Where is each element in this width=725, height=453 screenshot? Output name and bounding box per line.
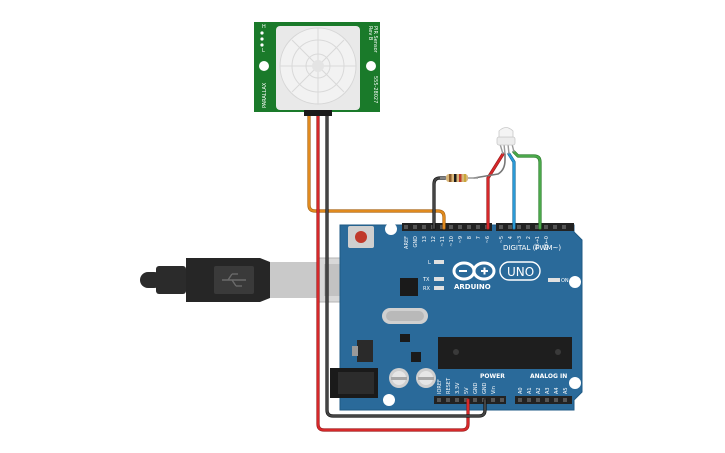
pin-label: GND	[482, 382, 488, 394]
pir-pin-l: L	[262, 48, 265, 54]
power-led	[548, 278, 560, 282]
pin-label: ~9	[458, 236, 464, 243]
capacitor	[389, 368, 409, 388]
digital-label: DIGITAL (PWM~)	[503, 244, 561, 252]
pin-label: 3.3V	[455, 382, 461, 394]
pin-label: A5	[563, 387, 569, 394]
analog-label: ANALOG IN	[530, 373, 567, 380]
pin-label: A4	[554, 387, 560, 394]
pir-rev: Rev B	[367, 26, 373, 41]
atmega328-chip	[438, 337, 572, 369]
voltage-regulator	[357, 340, 373, 362]
wire-green-led[interactable]	[512, 150, 542, 230]
pin-label: TX→1	[535, 236, 541, 251]
mounting-hole	[383, 394, 395, 406]
resistor-icon[interactable]	[440, 174, 478, 182]
status-leds: L TX RX	[422, 260, 444, 292]
pin-label: 13	[422, 236, 428, 242]
pin-label: IOREF	[437, 379, 443, 394]
chip-16u2	[400, 278, 418, 296]
pir-sensor[interactable]: H L PARALLAX PIR Sensor Rev B 555-28027	[254, 22, 380, 116]
model-label: UNO	[507, 265, 534, 279]
on-label: ON	[561, 278, 569, 284]
pin-label: GND	[473, 382, 479, 394]
mounting-hole	[569, 276, 581, 288]
pin-label: 4	[508, 236, 514, 239]
reset-button-icon[interactable]	[348, 226, 374, 248]
rgb-led-icon[interactable]	[496, 127, 516, 155]
arduino-uno-board[interactable]: L TX RX ARDUINO UNO ON	[330, 223, 583, 411]
pin-label: Vin	[491, 386, 497, 394]
pin-label: ~6	[485, 236, 491, 243]
pin-label: ~5	[499, 236, 505, 243]
pir-part-number: 555-28027	[372, 76, 378, 103]
arduino-infinity-logo-icon	[452, 261, 496, 281]
analog-header[interactable]	[515, 396, 572, 404]
pir-title: PIR Sensor	[372, 26, 378, 54]
pir-mounting-hole	[366, 61, 376, 71]
small-chip	[400, 334, 410, 342]
pin-label: AREF	[404, 236, 410, 249]
pin-label: GND	[413, 236, 419, 248]
pin-label: A3	[545, 387, 551, 394]
pin-label: 8	[467, 236, 473, 239]
pin-label: 2	[526, 236, 532, 239]
led-rx-label: RX	[423, 286, 430, 292]
dc-barrel-jack[interactable]	[330, 368, 378, 398]
pin-label: A2	[536, 387, 542, 394]
pin-label: ~11	[440, 236, 446, 247]
power-label: POWER	[480, 373, 505, 380]
mounting-hole	[569, 377, 581, 389]
pir-header	[304, 110, 332, 116]
pin-label: RESET	[446, 377, 452, 394]
brand-label: ARDUINO	[454, 283, 491, 291]
pin-label: ~3	[517, 236, 523, 243]
capacitor	[416, 368, 436, 388]
mounting-hole	[385, 223, 397, 235]
pin-label: A1	[527, 387, 533, 394]
pir-mounting-hole	[259, 61, 269, 71]
pin-label: 5V	[464, 387, 470, 394]
led-l-label: L	[428, 260, 431, 266]
pir-brand: PARALLAX	[262, 82, 268, 108]
pin-label: RX←0	[544, 236, 550, 250]
pin-label: 12	[431, 236, 437, 242]
pir-pin-h: H	[262, 24, 266, 30]
pin-label: 7	[476, 236, 482, 239]
pin-label: A0	[518, 387, 524, 394]
power-header[interactable]	[434, 396, 506, 404]
led-tx-label: TX	[422, 277, 430, 283]
pin-label: ~10	[449, 236, 455, 247]
